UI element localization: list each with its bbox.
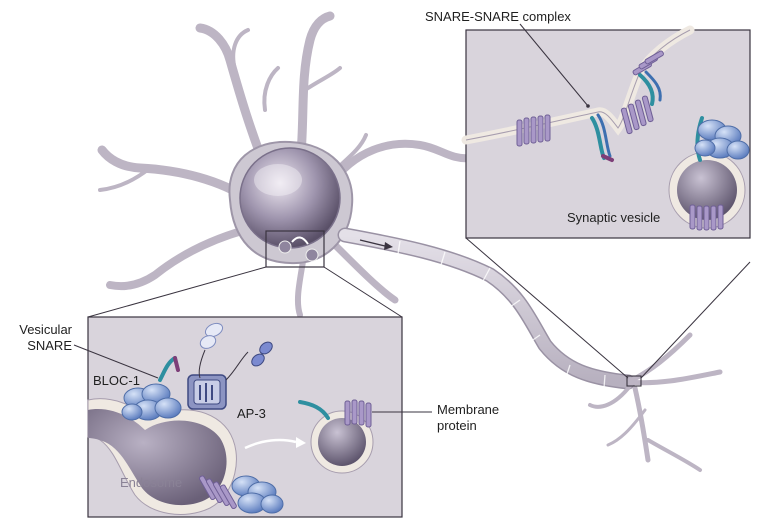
label-bloc1: BLOC-1 <box>93 373 140 388</box>
label-membrane: Membrane <box>437 402 499 417</box>
axon-terminal <box>590 335 720 470</box>
label-endosome: Endosome <box>120 475 182 490</box>
cell-body <box>229 142 352 267</box>
vesicle-membrane-protein <box>690 205 723 230</box>
label-synaptic-vesicle: Synaptic vesicle <box>567 210 660 225</box>
synapse-inset <box>466 24 750 238</box>
nucleus <box>240 148 340 248</box>
label-vesicular: Vesicular <box>19 322 72 337</box>
label-ap3: AP-3 <box>237 406 266 421</box>
label-snare: SNARE <box>27 338 72 353</box>
label-protein: protein <box>437 418 477 433</box>
label-snare-complex: SNARE-SNARE complex <box>425 9 571 24</box>
